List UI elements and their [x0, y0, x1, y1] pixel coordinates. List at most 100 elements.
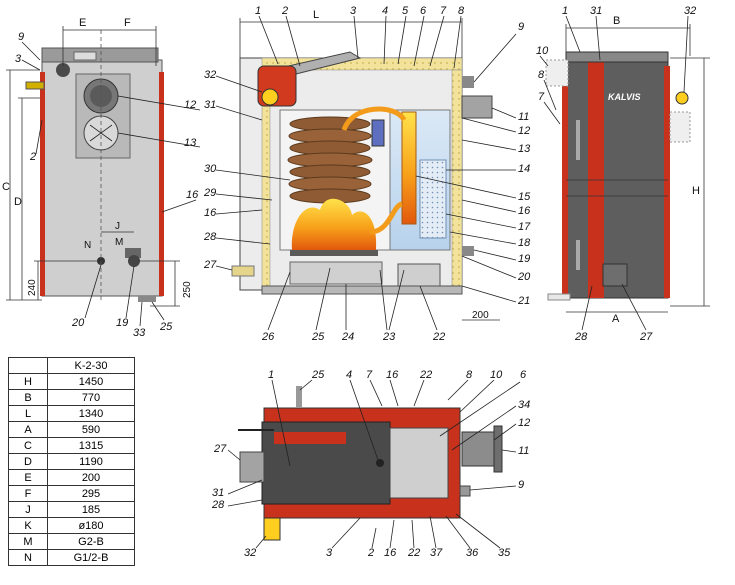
front-side-pipe [25, 81, 45, 90]
callout-1: 1 [268, 369, 274, 381]
callout-12: 12 [518, 125, 530, 137]
side-red-stripe [588, 58, 604, 298]
spec-key: K [8, 517, 48, 534]
side-ghost-fan [545, 59, 569, 87]
callout-31: 31 [204, 99, 216, 111]
dim-M: M [115, 237, 123, 248]
callout-27: 27 [213, 443, 227, 455]
side-handle-upper [576, 120, 580, 160]
side-lower-panel [602, 263, 628, 287]
front-plate [73, 51, 97, 61]
callout-16: 16 [186, 189, 199, 201]
callout-15: 15 [518, 191, 531, 203]
callout-2: 2 [281, 5, 288, 17]
side-right-edge [664, 66, 670, 298]
dim-C: C [2, 181, 10, 193]
callout-4: 4 [346, 369, 352, 381]
callout-3: 3 [15, 53, 22, 65]
top-red-bar [274, 432, 346, 444]
front-right-red-edge [159, 72, 164, 296]
spec-value: 1315 [47, 437, 135, 454]
ash-pan [289, 261, 383, 285]
callout-13: 13 [518, 143, 531, 155]
flue-tube [401, 111, 417, 225]
spec-value: 770 [47, 389, 135, 406]
spec-header-row: K-2-30 [8, 357, 135, 374]
callout-20: 20 [71, 317, 85, 329]
spec-value: 295 [47, 485, 135, 502]
callout-22: 22 [432, 331, 445, 343]
callout-14: 14 [518, 163, 530, 175]
callout-2: 2 [29, 151, 36, 163]
spec-key: M [8, 533, 48, 550]
callout-19: 19 [518, 253, 530, 265]
callout-16: 16 [518, 205, 531, 217]
callout-25: 25 [311, 369, 325, 381]
callout-4: 4 [382, 5, 388, 17]
spec-value: G1/2-B [47, 549, 135, 566]
callout-33: 33 [133, 327, 146, 339]
callout-25: 25 [159, 321, 173, 333]
dim-H: H [692, 185, 700, 197]
side-foot-pipe [547, 293, 571, 301]
dim-L: L [313, 9, 319, 21]
front-lower-valve [125, 248, 141, 258]
spec-value: G2-B [47, 533, 135, 550]
lower-chamber [397, 263, 441, 287]
callout-32: 32 [684, 5, 696, 17]
callout-27: 27 [639, 331, 653, 343]
spec-value: 1450 [47, 373, 135, 390]
callout-10: 10 [536, 45, 549, 57]
callout-11: 11 [518, 111, 529, 123]
callout-22: 22 [419, 369, 432, 381]
callout-9: 9 [518, 479, 524, 491]
dim-250: 250 [182, 281, 193, 298]
callout-23: 23 [382, 331, 396, 343]
callout-8: 8 [458, 5, 465, 17]
callout-6: 6 [420, 5, 427, 17]
callout-18: 18 [518, 237, 531, 249]
spec-value: 1340 [47, 405, 135, 422]
spec-key: L [8, 405, 48, 422]
top-cleaning-cover [389, 427, 449, 499]
callout-7: 7 [440, 5, 447, 17]
side-top-cap [565, 51, 669, 63]
base-plate [261, 285, 463, 295]
callout-1: 1 [255, 5, 261, 17]
dim-D: D [14, 196, 22, 208]
air-intake [231, 265, 255, 277]
front-left-red-edge [40, 72, 45, 296]
front-view: E F C D 240 250 J M N 9 3 2 12 13 16 [2, 17, 201, 339]
dim-F: F [124, 17, 131, 29]
top-pipe-25 [296, 386, 302, 408]
top-view: 1 25 4 7 16 22 8 10 6 34 12 11 9 27 31 2… [211, 369, 530, 559]
spec-key: E [8, 469, 48, 486]
callout-24: 24 [341, 331, 354, 343]
callout-31: 31 [212, 487, 224, 499]
top-fan-motor [263, 517, 281, 541]
top-port-4 [376, 459, 384, 467]
callout-11: 11 [518, 445, 529, 457]
callout-36: 36 [466, 547, 479, 559]
spec-key: H [8, 373, 48, 390]
callout-7: 7 [366, 369, 373, 381]
callout-3: 3 [350, 5, 357, 17]
top-fan-box [239, 451, 265, 483]
fire-zone [291, 198, 377, 250]
return-fitting [128, 255, 140, 267]
spec-value: ø180 [47, 517, 135, 534]
callout-16-bottom: 16 [384, 547, 397, 559]
side-ghost-box [669, 111, 691, 143]
dim-200: 200 [472, 310, 489, 321]
spec-key: J [8, 501, 48, 518]
spec-key: F [8, 485, 48, 502]
spec-value: 185 [47, 501, 135, 518]
